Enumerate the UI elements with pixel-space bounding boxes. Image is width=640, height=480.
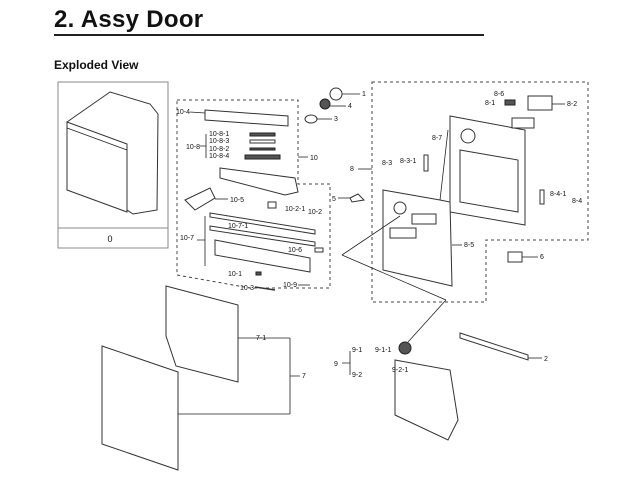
part-label: 8-7 [432, 135, 442, 142]
group-8-boundary [371, 81, 589, 303]
part-label: 10-6 [288, 247, 302, 254]
part-3: 3 [304, 114, 338, 124]
part-7-1: 7-1 [165, 285, 290, 383]
part-10-9: 10-9 [283, 282, 310, 289]
part-label: 10-8 [186, 144, 200, 151]
part-label: 10-8-4 [209, 153, 229, 160]
part-label: 10-8-3 [209, 138, 229, 145]
part-label: 10-9 [283, 282, 297, 289]
part-label: 8-3-1 [400, 158, 416, 165]
section-subtitle: Exploded View [54, 58, 139, 72]
part-label: 8-4 [572, 198, 582, 205]
part-5: 5 [332, 193, 366, 203]
part-label: 1 [362, 91, 366, 98]
part-10-1: 10-1 [228, 271, 262, 278]
part-label: 7-1 [256, 335, 266, 342]
part-10-5: 10-5 [184, 187, 244, 211]
page-title: 2. Assy Door [54, 6, 204, 33]
part-10-8-group: 10-8-1 10-8-3 10-8-2 10-8-4 10-8 [186, 131, 281, 160]
part-8-panel-8-7: 8-7 [432, 115, 526, 226]
part-label: 10-2-1 [285, 206, 305, 213]
part-8-4: 8-4-1 8-4 [539, 189, 582, 205]
part-2: 2 [459, 332, 548, 363]
part-label: 9-1-1 [375, 347, 391, 354]
part-1: 1 [329, 87, 366, 101]
part-label: 8-2 [567, 101, 577, 108]
part-label: 10-3 [240, 285, 254, 292]
part-label: 9-2-1 [392, 367, 408, 374]
part-label: 10-5 [230, 197, 244, 204]
part-10-3: 10-3 [240, 285, 276, 292]
part-label: 6 [540, 254, 544, 261]
part-8-1: 8-1 [485, 99, 516, 107]
part-label: 7 [302, 373, 306, 380]
part-label: 9 [334, 361, 338, 368]
part-label: 8-6 [494, 91, 504, 98]
assembly-label: 0 [107, 234, 112, 244]
part-9: 9-1 9-1-1 9-2 9-2-1 9 [334, 341, 459, 441]
part-10-frame: 10 [219, 155, 318, 196]
part-label: 4 [348, 103, 352, 110]
part-8-2: 8-2 [527, 95, 577, 111]
part-8-window [511, 117, 535, 129]
part-8-6: 8-6 [494, 91, 504, 98]
part-label: 3 [334, 116, 338, 123]
part-6: 6 [507, 251, 544, 263]
part-10-7: 10-7-1 10-7 [180, 212, 316, 273]
part-4: 4 [319, 98, 352, 110]
part-label: 10 [310, 155, 318, 162]
title-underline [54, 34, 484, 36]
part-10-4: 10-4 [176, 109, 289, 127]
part-label: 10-7 [180, 235, 194, 242]
part-label: 10-8-2 [209, 146, 229, 153]
part-10-2: 10-2-1 10-2 [267, 201, 322, 216]
part-8-3: 8-3-1 8-3 [382, 154, 429, 172]
part-10-6: 10-6 [288, 247, 324, 254]
part-label: 10-4 [176, 109, 190, 116]
part-label: 10-2 [308, 209, 322, 216]
part-label: 10-8-1 [209, 131, 229, 138]
part-label: 8 [350, 166, 354, 173]
group-10-boundary [176, 99, 331, 289]
part-label: 8-5 [464, 242, 474, 249]
part-label: 9-2 [352, 372, 362, 379]
part-label: 10-1 [228, 271, 242, 278]
part-8-5: 8-5 [382, 189, 474, 287]
part-label: 8-3 [382, 160, 392, 167]
part-label: 9-1 [352, 347, 362, 354]
part-label: 10-7-1 [228, 223, 248, 230]
part-label: 5 [332, 196, 336, 203]
part-label: 8-4-1 [550, 191, 566, 198]
part-7-outer-door: 7 [101, 338, 306, 471]
part-label: 8-1 [485, 100, 495, 107]
part-label: 2 [544, 356, 548, 363]
assembly-thumbnail: 0 [57, 81, 169, 249]
